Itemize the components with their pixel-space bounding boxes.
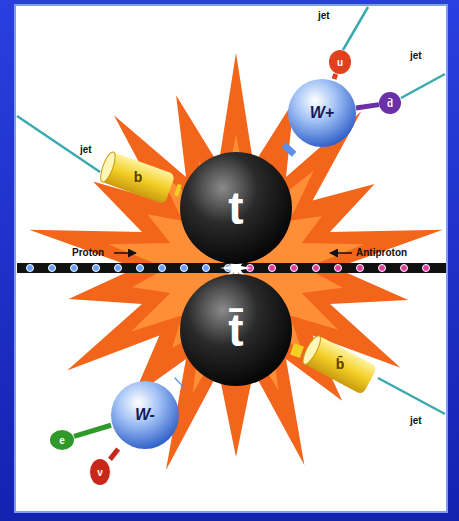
node-label: u	[337, 57, 343, 68]
free-label: jet	[410, 50, 422, 61]
w-boson-sphere: W+	[288, 79, 356, 147]
free-label: Proton	[72, 247, 104, 258]
w-boson-sphere: W-	[111, 381, 179, 449]
panel	[15, 5, 447, 512]
b-quark-cylinder: b̄	[302, 346, 378, 384]
blob	[90, 459, 110, 485]
beam-particle	[93, 265, 100, 272]
jet-line	[343, 7, 368, 50]
starburst-outer	[29, 53, 443, 471]
beam-particle	[203, 265, 210, 272]
free-label: jet	[318, 10, 330, 21]
beam-particle	[313, 265, 320, 272]
node-label: t	[228, 183, 243, 234]
node-label: b̄	[336, 357, 345, 372]
beam-particle	[335, 265, 342, 272]
lepton-blob: ν	[90, 459, 110, 485]
sphere	[180, 274, 292, 386]
free-label: Antiproton	[356, 247, 407, 258]
beam-particle	[137, 265, 144, 272]
beam-particle	[71, 265, 78, 272]
jet-line	[378, 378, 445, 414]
decay-connector	[179, 375, 180, 390]
beam-particle	[49, 265, 56, 272]
node-label: b	[134, 170, 143, 185]
decay-connector	[356, 105, 379, 108]
jet-line	[17, 116, 100, 172]
starburst	[29, 53, 443, 471]
node-label: W+	[310, 104, 334, 122]
node-label: t̄	[228, 305, 243, 356]
decay-connector	[334, 74, 336, 79]
free-label: jet	[80, 144, 92, 155]
node-label: W-	[135, 406, 155, 424]
sphere	[288, 79, 356, 147]
cylinder-cap	[300, 334, 324, 367]
beam-particle	[401, 265, 408, 272]
blob	[379, 92, 401, 114]
top-quark-sphere: t	[180, 152, 292, 264]
beam-arrow	[330, 252, 352, 254]
node-label: e	[59, 435, 65, 446]
jet-lines	[17, 7, 445, 414]
decay-connector	[110, 449, 118, 459]
beam-particle	[423, 265, 430, 272]
jet-line	[401, 74, 445, 98]
blob	[329, 50, 351, 74]
decay-connector	[74, 425, 111, 436]
decay-connector	[176, 190, 180, 191]
decay-connector	[287, 147, 292, 152]
node-label: ν	[97, 467, 103, 478]
blob	[50, 430, 74, 450]
beam-particle	[357, 265, 364, 272]
beam-particle	[115, 265, 122, 272]
beam-arrow	[114, 252, 136, 254]
beam-particle	[27, 265, 34, 272]
beam-particle	[269, 265, 276, 272]
sphere	[111, 381, 179, 449]
free-label: jet	[410, 415, 422, 426]
beam-particle	[291, 265, 298, 272]
beam-particle	[379, 265, 386, 272]
b-quark-cylinder: b	[100, 159, 176, 197]
top-quark-sphere: t̄	[180, 274, 292, 386]
beam-particle	[181, 265, 188, 272]
quark-blob: d̄	[379, 92, 401, 114]
sphere	[180, 152, 292, 264]
cylinder-cap	[98, 150, 118, 183]
quark-blob: u	[329, 50, 351, 74]
beam-particle	[159, 265, 166, 272]
decay-connector	[292, 349, 302, 352]
node-label: d̄	[387, 98, 393, 109]
lepton-blob: e	[50, 430, 74, 450]
